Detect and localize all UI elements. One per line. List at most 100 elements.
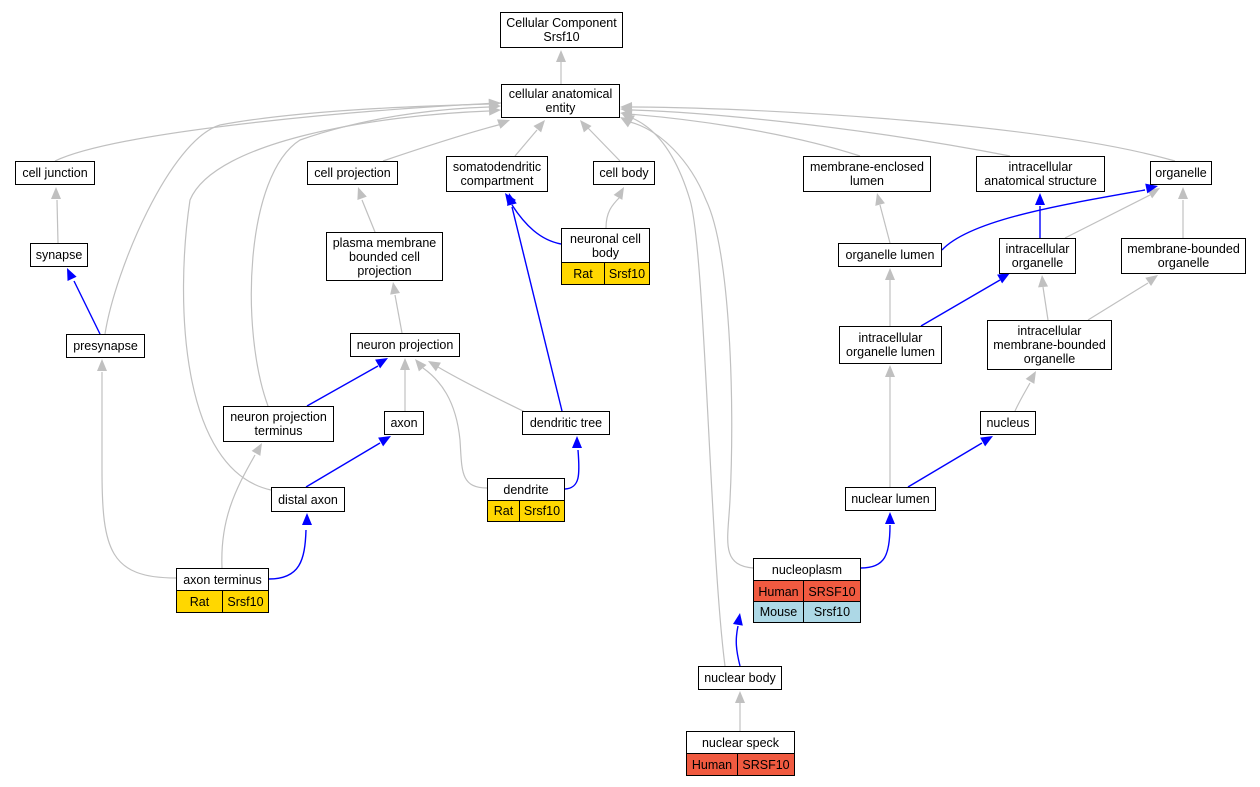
gene-label: Srsf10 <box>223 591 268 612</box>
edge-dendrite-to-neuron-projection <box>415 359 488 489</box>
node-cell-body[interactable]: cell body <box>593 161 655 185</box>
node-dendrite[interactable]: dendrite <box>487 478 565 500</box>
node-intracellular-membrane-bounded-organelle[interactable]: intracellular membrane-bounded organelle <box>987 320 1112 370</box>
arrowhead-icon <box>620 102 632 112</box>
arrowhead-icon <box>885 365 895 377</box>
node-cellular-component-root[interactable]: Cellular Component Srsf10 <box>500 12 623 48</box>
node-nucleoplasm[interactable]: nucleoplasm <box>753 558 861 580</box>
arrowhead-icon <box>428 361 441 372</box>
node-axon[interactable]: axon <box>384 411 424 435</box>
node-membrane-enclosed-lumen[interactable]: membrane-enclosed lumen <box>803 156 931 192</box>
node-neuronal-cell-body[interactable]: neuronal cell body <box>561 228 650 262</box>
arrowhead-icon <box>613 187 624 200</box>
edge-neuron-projection-to-plasma-membrane <box>390 282 403 334</box>
node-membrane-bounded-organelle[interactable]: membrane-bounded organelle <box>1121 238 1246 274</box>
arrowhead-icon <box>556 50 566 62</box>
node-nuclear-lumen[interactable]: nuclear lumen <box>845 487 936 511</box>
edge-axon-terminus-to-presynapse <box>97 359 177 579</box>
arrowhead-icon <box>67 268 77 281</box>
arrowhead-icon <box>415 359 427 372</box>
edge-organelle-to-cae <box>620 102 1176 162</box>
node-organelle-lumen[interactable]: organelle lumen <box>838 243 942 267</box>
annotation-nuclear-speck: Human SRSF10 <box>686 753 795 776</box>
arrowhead-icon <box>1038 275 1049 288</box>
species-label: Human <box>687 754 738 775</box>
arrowhead-icon <box>997 273 1010 284</box>
edge-membrane-bounded-organelle-to-organelle <box>1178 187 1188 238</box>
node-neuron-projection-terminus[interactable]: neuron projection terminus <box>223 406 334 442</box>
node-cell-projection[interactable]: cell projection <box>307 161 398 185</box>
node-nuclear-speck[interactable]: nuclear speck <box>686 731 795 753</box>
edge-organelle-lumen-to-organelle <box>941 183 1158 251</box>
edge-nuclear-body-to-cae <box>622 114 726 667</box>
node-neuron-projection[interactable]: neuron projection <box>350 333 460 357</box>
gene-label: SRSF10 <box>804 581 860 602</box>
edge-intracellular-membrane-bounded-to-membrane-bounded <box>1087 275 1158 321</box>
node-axon-terminus[interactable]: axon terminus <box>176 568 269 590</box>
edge-distal-axon-to-axon <box>305 436 391 488</box>
annotation-nucleoplasm-human: Human SRSF10 <box>753 580 861 602</box>
edge-cell-body-to-cae <box>580 120 621 162</box>
node-intracellular-anatomical-structure[interactable]: intracellular anatomical structure <box>976 156 1105 192</box>
arrowhead-icon <box>875 193 885 206</box>
arrowhead-icon <box>357 187 367 200</box>
node-plasma-membrane-bounded-cell-projection[interactable]: plasma membrane bounded cell projection <box>326 232 443 281</box>
node-cellular-anatomical-entity[interactable]: cellular anatomical entity <box>501 84 620 118</box>
edge-axon-terminus-to-neuron-projection-terminus <box>221 443 262 569</box>
node-distal-axon[interactable]: distal axon <box>271 487 345 512</box>
arrowhead-icon <box>885 512 895 524</box>
gene-label: Srsf10 <box>605 263 649 284</box>
species-label: Rat <box>177 591 223 612</box>
arrowhead-icon <box>533 120 545 133</box>
node-intracellular-organelle[interactable]: intracellular organelle <box>999 238 1076 274</box>
arrowhead-icon <box>400 358 410 370</box>
node-organelle[interactable]: organelle <box>1150 161 1212 185</box>
arrowhead-icon <box>732 613 743 626</box>
arrowhead-icon <box>1145 183 1158 194</box>
arrowhead-icon <box>572 436 582 448</box>
node-nuclear-body[interactable]: nuclear body <box>698 666 782 690</box>
arrowhead-icon <box>1178 187 1188 199</box>
arrowhead-icon <box>735 691 745 703</box>
edge-nuclear-body-to-nucleoplasm <box>732 613 743 667</box>
arrowhead-icon <box>980 436 993 447</box>
edge-intracellular-anatomical-structure-to-cae <box>620 104 1011 157</box>
arrowhead-icon <box>488 105 501 116</box>
arrowhead-icon <box>580 120 592 133</box>
node-nucleus[interactable]: nucleus <box>980 411 1036 435</box>
edge-nucleoplasm-to-nuclear-lumen <box>860 512 895 569</box>
node-cell-junction[interactable]: cell junction <box>15 161 95 185</box>
species-label: Rat <box>488 501 520 521</box>
arrowhead-icon <box>375 358 388 369</box>
edge-cae-to-root <box>556 50 566 84</box>
node-dendritic-tree[interactable]: dendritic tree <box>522 411 610 435</box>
arrowhead-icon <box>302 513 312 525</box>
arrowhead-icon <box>251 443 262 456</box>
edge-distal-axon-to-cae <box>182 105 501 491</box>
edge-neuronal-cell-body-to-cell-body <box>605 187 624 229</box>
species-label: Human <box>754 581 804 602</box>
edge-dendritic-tree-to-neuron-projection <box>428 361 526 413</box>
edge-nuclear-lumen-to-nucleus <box>907 436 993 488</box>
arrowhead-icon <box>1025 371 1036 384</box>
node-somatodendritic-compartment[interactable]: somatodendritic compartment <box>446 156 548 192</box>
node-presynapse[interactable]: presynapse <box>66 334 145 358</box>
edge-neuron-projection-terminus-to-neuron-projection <box>306 358 388 407</box>
arrowhead-icon <box>390 282 401 295</box>
species-label: Mouse <box>754 602 804 622</box>
node-intracellular-organelle-lumen[interactable]: intracellular organelle lumen <box>839 326 942 364</box>
arrowhead-icon <box>51 187 61 199</box>
edge-synapse-to-cell-junction <box>51 187 61 244</box>
arrowhead-icon <box>497 119 510 129</box>
edge-membrane-enclosed-lumen-to-cae <box>620 109 861 157</box>
arrowhead-icon <box>622 114 635 125</box>
edge-nucleus-to-intracellular-membrane-bounded <box>1014 371 1036 412</box>
gene-label: Srsf10 <box>520 501 564 521</box>
edge-axon-to-neuron-projection <box>400 358 410 411</box>
edge-nuclear-lumen-to-intracellular-organelle-lumen <box>885 365 895 487</box>
edge-somatodendritic-to-cae <box>514 120 545 157</box>
node-synapse[interactable]: synapse <box>30 243 88 267</box>
annotation-axon-terminus: Rat Srsf10 <box>176 590 269 613</box>
arrowhead-icon <box>1035 193 1045 205</box>
